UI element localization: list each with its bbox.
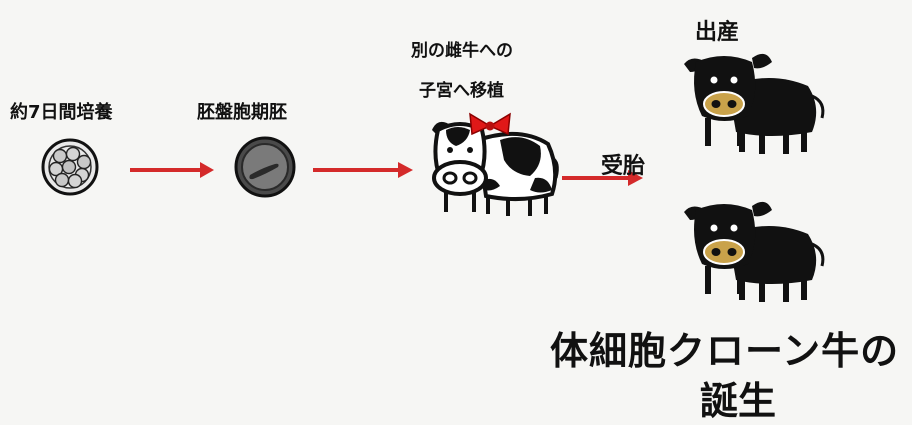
diagram-title-line-1: 体細胞クローン牛の	[550, 329, 900, 373]
arrow-cow-to-pregnancy	[562, 170, 643, 186]
transfer-label-line-1: 別の雌牛への	[411, 41, 513, 61]
birth-label: 出産	[695, 20, 740, 45]
culture-step-label: 約7日間培養	[10, 102, 113, 123]
black-cattle-icon	[684, 53, 825, 154]
ribbon-icon	[469, 112, 511, 136]
arrow-culture-to-blastocyst	[130, 162, 214, 178]
transfer-label-line-2: 子宮へ移植	[419, 81, 504, 101]
arrow-blastocyst-to-cow	[313, 162, 413, 178]
black-cattle-icon	[684, 201, 825, 302]
blastocyst-step-label: 胚盤胞期胚	[197, 102, 287, 123]
cell-cluster-icon	[41, 138, 99, 196]
holstein-cow-icon	[432, 120, 559, 216]
blastocyst-icon	[234, 136, 296, 198]
pregnancy-label: 受胎	[601, 154, 646, 179]
diagram-title-line-2: 誕生	[700, 379, 777, 423]
